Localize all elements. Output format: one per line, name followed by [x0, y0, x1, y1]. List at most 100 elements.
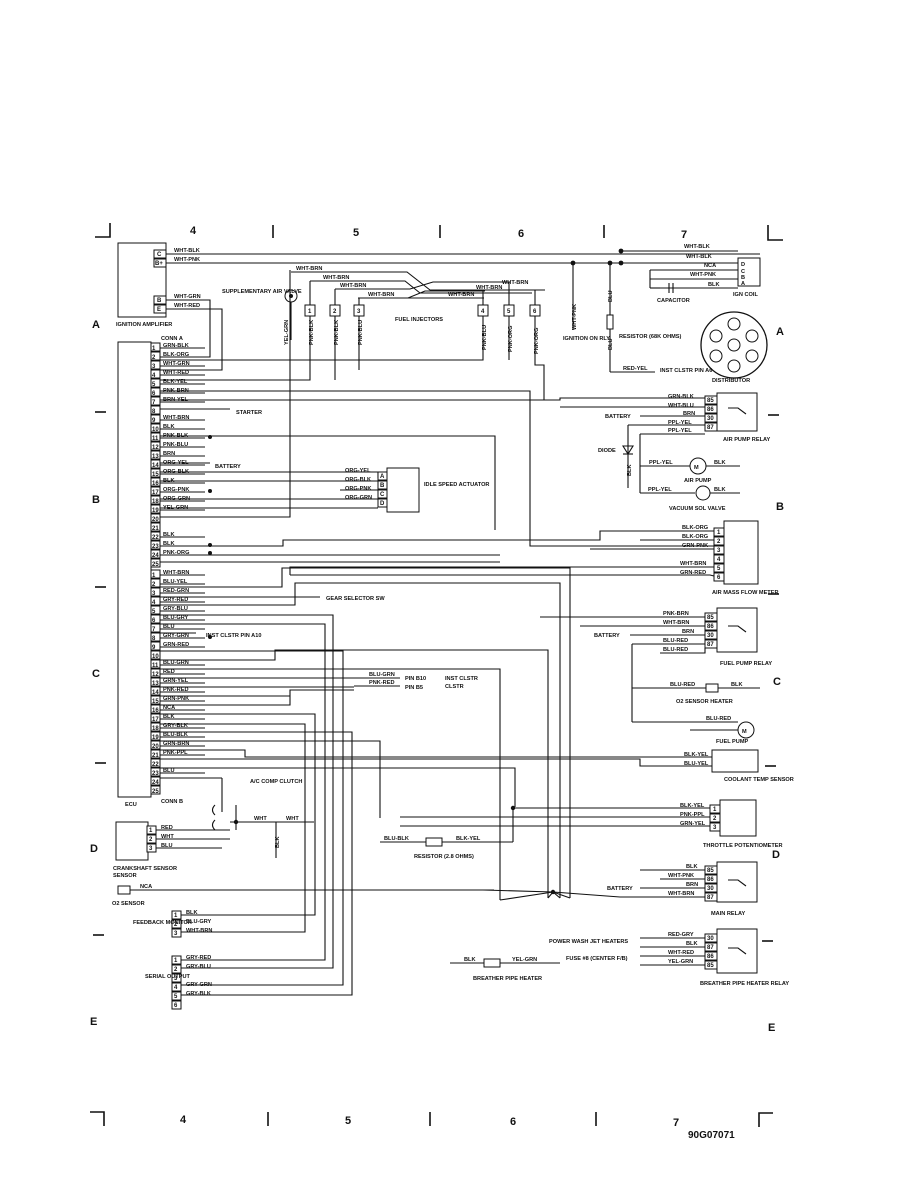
- svg-text:BLK: BLK: [714, 460, 726, 466]
- svg-text:AIR MASS FLOW METER: AIR MASS FLOW METER: [712, 590, 779, 596]
- svg-text:WHT-PNK: WHT-PNK: [572, 304, 578, 330]
- svg-text:DISTRIBUTOR: DISTRIBUTOR: [712, 378, 750, 384]
- svg-text:1: 1: [713, 807, 717, 813]
- svg-text:FUSE #8 (CENTER F/B): FUSE #8 (CENTER F/B): [566, 956, 628, 962]
- svg-text:BLU-RED: BLU-RED: [706, 716, 731, 722]
- conn-a-pin-box: [150, 531, 161, 541]
- svg-text:87: 87: [707, 895, 714, 901]
- conn-b-pin-number: 3: [152, 591, 156, 597]
- svg-text:2: 2: [333, 309, 337, 315]
- svg-text:WHT-BRN: WHT-BRN: [186, 928, 212, 934]
- svg-text:PPL-YEL: PPL-YEL: [668, 420, 692, 426]
- svg-text:BLU-RED: BLU-RED: [670, 682, 695, 688]
- ign-amp-wires: WHT-BLK WHT-PNK WHT-GRN WHT-RED: [160, 248, 760, 371]
- conn-b-pin-box: [150, 722, 161, 732]
- conn-a-pin-number: 22: [152, 535, 159, 541]
- svg-text:PPL-YEL: PPL-YEL: [649, 460, 673, 466]
- svg-text:BRN: BRN: [682, 629, 694, 635]
- conn-b-pin-box: [150, 632, 161, 642]
- svg-text:4: 4: [717, 557, 721, 563]
- svg-text:WHT-PNK: WHT-PNK: [668, 873, 694, 879]
- conn-a-pin-box: [150, 414, 161, 424]
- svg-text:PNK-PPL: PNK-PPL: [680, 812, 705, 818]
- conn-a-wire-label: BLK: [163, 424, 175, 430]
- conn-a-pin-box: [150, 477, 161, 487]
- svg-text:FUEL INJECTORS: FUEL INJECTORS: [395, 317, 443, 323]
- svg-text:ORG-GRN: ORG-GRN: [345, 495, 372, 501]
- air-mass-flow-meter: 1 2 3 4 5 6 BLK-ORG BLK-ORG GRN-PNK WHT-…: [160, 520, 779, 596]
- conn-b-pin-box: [150, 587, 161, 597]
- conn-a-pin-number: 24: [152, 553, 159, 559]
- conn-b-pin-box: [150, 605, 161, 615]
- crankshaft-sensor: 1 2 3 RED WHT BLU WHT WHT BLK CRANKSHAFT…: [113, 816, 314, 879]
- conn-b-pin-number: 16: [152, 708, 159, 714]
- conn-a-pin-box: [150, 558, 161, 568]
- svg-text:PPL-YEL: PPL-YEL: [668, 428, 692, 434]
- svg-text:INST CLSTR: INST CLSTR: [445, 676, 478, 682]
- conn-b-wire-label: GRN-BRN: [163, 741, 189, 747]
- svg-text:YEL-GRN: YEL-GRN: [284, 320, 290, 345]
- zone-left-d: D: [90, 843, 98, 855]
- conn-b-wire-label: GRN-PNK: [163, 696, 189, 702]
- svg-text:WHT: WHT: [254, 816, 267, 822]
- svg-text:RESISTOR (68K OHMS): RESISTOR (68K OHMS): [619, 334, 682, 340]
- conn-b-pin-number: 8: [152, 636, 156, 642]
- fuel-pump-relay: 85 86 30 87 PNK-BRN WHT-BRN BRN BLU-RED …: [540, 607, 772, 745]
- conn-b-pin-number: 17: [152, 717, 159, 723]
- conn-a-pin-box: [150, 405, 161, 415]
- svg-text:30: 30: [707, 936, 714, 942]
- conn-b-pin-box: [150, 758, 161, 768]
- zone-labels: 4 5 6 7 4 5 6 7 A B C D E A B C D E 90G0…: [90, 225, 784, 1141]
- svg-text:87: 87: [707, 945, 714, 951]
- svg-text:BLK-YEL: BLK-YEL: [680, 803, 705, 809]
- svg-text:B+: B+: [155, 261, 163, 267]
- breather-pipe-heater-relay: 30 87 86 85 RED-GRY BLK WHT-RED YEL-GRN …: [450, 928, 789, 987]
- svg-text:GRN-YEL: GRN-YEL: [680, 821, 706, 827]
- svg-text:STARTER: STARTER: [236, 410, 262, 416]
- zone-bottom-7: 7: [673, 1117, 679, 1129]
- frame-marks: [90, 223, 783, 1127]
- svg-text:NCA: NCA: [140, 884, 152, 890]
- svg-text:4: 4: [174, 985, 178, 991]
- ac-comp-clutch: A/C COMP CLUTCH: [211, 778, 302, 831]
- conn-a-pin-box: [150, 486, 161, 496]
- conn-b-pin-box: [150, 596, 161, 606]
- svg-text:BLK: BLK: [731, 682, 743, 688]
- svg-text:BATTERY: BATTERY: [607, 886, 633, 892]
- idle-speed-actuator: A B C D ORG-YEL ORG-BLK ORG-PNK ORG-GRN …: [340, 467, 489, 513]
- conn-b-pin-box: [150, 776, 161, 786]
- conn-a-pin-number: 3: [152, 364, 156, 370]
- svg-text:SENSOR: SENSOR: [113, 873, 137, 879]
- conn-a-pin-number: 8: [152, 409, 156, 415]
- conn-b-pin-number: 9: [152, 645, 156, 651]
- conn-a-wire-label: PNK-ORG: [163, 550, 189, 556]
- conn-a-pin-box: [150, 369, 161, 379]
- zone-right-a: A: [776, 326, 784, 338]
- conn-a-wire-label: GRN-BLK: [163, 343, 189, 349]
- zone-right-e: E: [768, 1022, 775, 1034]
- zone-right-b: B: [776, 501, 784, 513]
- svg-text:PIN B10: PIN B10: [405, 676, 426, 682]
- conn-a-pin-box: [150, 450, 161, 460]
- svg-text:CRANKSHAFT SENSOR: CRANKSHAFT SENSOR: [113, 866, 177, 872]
- main-relay: 85 86 30 87 BLK WHT-PNK BRN WHT-BRN BATT…: [482, 861, 758, 917]
- conn-a-wire-label: BRN: [163, 451, 175, 457]
- svg-text:IDLE SPEED ACTUATOR: IDLE SPEED ACTUATOR: [424, 482, 489, 488]
- ecu: ECU CONN A CONN B: [117, 336, 183, 808]
- ignition-coil: D C B A IGN COIL WHT-BLK WHT-BLK NCA WHT…: [618, 244, 761, 298]
- svg-text:BLK: BLK: [708, 282, 720, 288]
- conn-b-wire-label: WHT-BRN: [163, 570, 189, 576]
- conn-a-pin-number: 19: [152, 508, 159, 514]
- conn-a-pin-number: 1: [152, 346, 156, 352]
- svg-text:WHT: WHT: [161, 834, 174, 840]
- conn-b-pin-number: 15: [152, 699, 159, 705]
- conn-b-wire-label: GRY-BLU: [163, 606, 188, 612]
- svg-text:FEEDBACK MONITOR: FEEDBACK MONITOR: [133, 920, 192, 926]
- svg-text:RED: RED: [161, 825, 173, 831]
- svg-text:O2 SENSOR: O2 SENSOR: [112, 901, 145, 907]
- svg-text:PNK-RED: PNK-RED: [369, 680, 394, 686]
- conn-b-wire-label: GRY-RED: [163, 597, 188, 603]
- svg-text:BLU: BLU: [608, 291, 614, 303]
- svg-text:THROTTLE POTENTIOMETER: THROTTLE POTENTIOMETER: [703, 843, 783, 849]
